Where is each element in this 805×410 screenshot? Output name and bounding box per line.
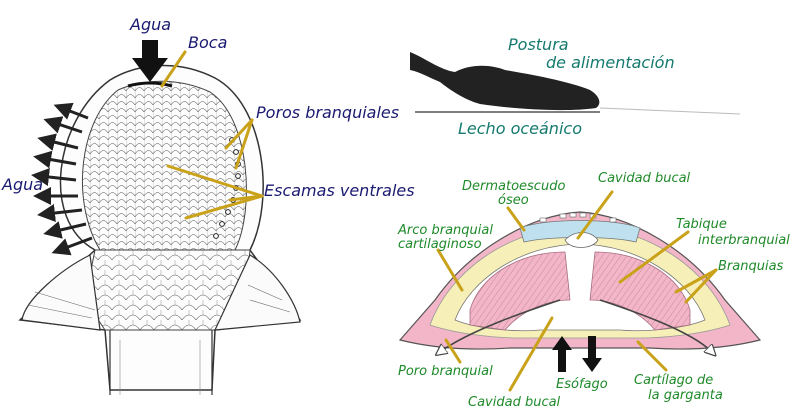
- throat-cartilage-leader: [636, 340, 668, 372]
- branchial-arch-label-line1: Arco branquial: [397, 223, 493, 238]
- buccal-cavity-top-label: Cavidad bucal: [598, 171, 691, 186]
- gill-pores-leader-1: [224, 118, 254, 150]
- gill-pores-leader-2: [234, 118, 254, 170]
- ventral-scales-leader-3: [228, 194, 264, 202]
- branchial-arch-label-line2: cartilaginoso: [398, 237, 482, 252]
- left-pectoral-fin: [21, 254, 101, 331]
- branchial-arch-leader: [436, 248, 464, 292]
- interbranchial-label-line1: Tabique: [676, 217, 727, 232]
- gill-pores-label: Poros branquiales: [256, 103, 399, 122]
- central-buccal-cavity: [564, 232, 599, 248]
- esophagus-label: Esófago: [556, 377, 608, 392]
- buccal-cavity-top-leader: [576, 190, 614, 240]
- mouth: [127, 81, 173, 88]
- buccal-cavity-bottom-leader: [508, 316, 554, 392]
- cross-section-figure: Dermatoescudo óseo Cavidad bucal Arco br…: [397, 171, 790, 410]
- interbranchial-label-line2: interbranquial: [698, 233, 790, 248]
- throat-cartilage-label-line1: Cartílago de: [634, 373, 713, 388]
- dermal-shield-label-line2: óseo: [498, 193, 529, 208]
- bone-shield: [519, 220, 641, 243]
- throat-cartilage-label-line2: la garganta: [648, 388, 723, 403]
- gills-label: Branquias: [718, 259, 784, 274]
- feeding-posture-figure: Postura de alimentación Lecho oceánico: [410, 35, 741, 138]
- gill-pore-label: Poro branquial: [398, 364, 493, 379]
- ventral-scales-leader-1: [166, 164, 264, 198]
- right-pectoral-fin: [214, 254, 301, 331]
- dermal-shield-leader: [506, 206, 526, 232]
- water-flow-arrows: [440, 299, 712, 352]
- esophagus-arrow-up: [552, 336, 572, 372]
- interbranchial-leader: [618, 230, 690, 284]
- dermal-shield-label-line1: Dermatoescudo: [462, 179, 565, 194]
- left-gills: [469, 251, 571, 331]
- ventral-scales-label: Escamas ventrales: [264, 181, 415, 200]
- mouth-leader: [160, 50, 187, 88]
- seabed-label: Lecho oceánico: [458, 119, 582, 138]
- water-top-label: Agua: [129, 15, 171, 34]
- water-outflow-arrows: [31, 102, 93, 256]
- right-gills: [589, 251, 691, 331]
- gills-leader-1: [674, 268, 718, 294]
- water-side-label: Agua: [1, 175, 43, 194]
- water-inflow-arrow: [132, 40, 168, 82]
- posture-label-line1: Postura: [508, 35, 569, 54]
- fish-silhouette: [410, 52, 600, 111]
- gill-pore-leader: [444, 338, 462, 364]
- head-scales: [82, 80, 247, 251]
- mouth-label: Boca: [188, 33, 227, 52]
- buccal-cavity-bottom-label: Cavidad bucal: [468, 395, 561, 410]
- ventral-view-figure: Agua Agua Boca Poros branquiales Escamas…: [1, 15, 415, 395]
- posture-label-line2: de alimentación: [546, 53, 675, 72]
- ventral-scales-leader-2: [184, 194, 264, 220]
- gills-leader-2: [684, 268, 718, 304]
- esophagus-arrow-down: [582, 336, 602, 372]
